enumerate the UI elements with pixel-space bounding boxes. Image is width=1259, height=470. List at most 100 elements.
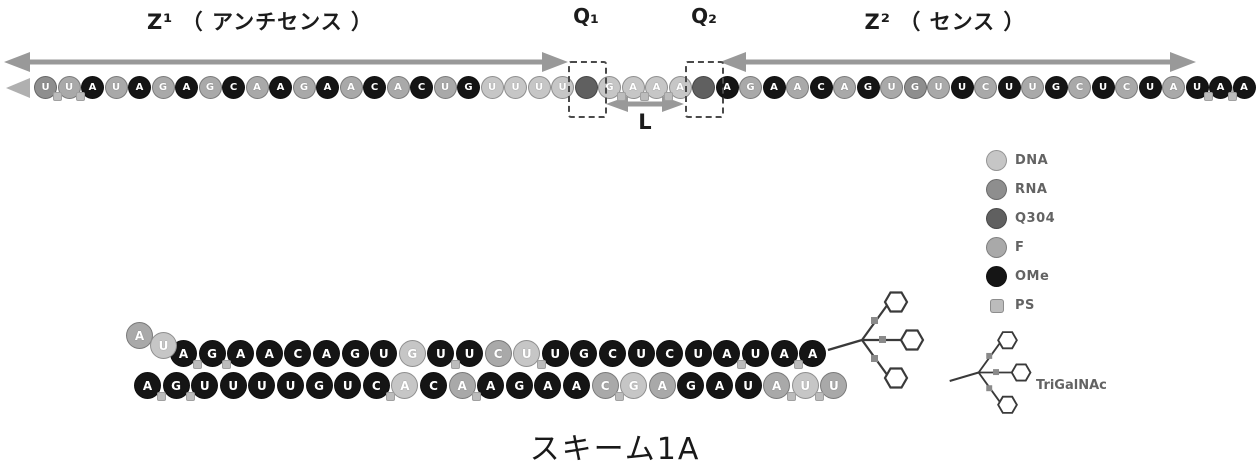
bead-U: U xyxy=(513,340,540,367)
bead-q xyxy=(575,76,598,99)
bead-C: C xyxy=(1115,76,1138,99)
bead-U: U xyxy=(880,76,903,99)
trigalnac-label: TriGalNAc xyxy=(1036,378,1107,393)
ps-linkage xyxy=(186,392,195,401)
bead-A: A xyxy=(763,372,790,399)
bead-G: G xyxy=(620,372,647,399)
bead-A: A xyxy=(645,76,668,99)
legend-label: Q304 xyxy=(1015,211,1055,226)
q2-dashed-box xyxy=(685,61,724,118)
bead-A: A xyxy=(391,372,418,399)
bead-U: U xyxy=(528,76,551,99)
bead-A: A xyxy=(340,76,363,99)
bead-A: A xyxy=(716,76,739,99)
bead-G: G xyxy=(1045,76,1068,99)
bead-A: A xyxy=(833,76,856,99)
legend-item-rna: RNA xyxy=(986,175,1055,204)
bead-C: C xyxy=(599,340,626,367)
bead-U: U xyxy=(248,372,275,399)
bead-A: A xyxy=(706,372,733,399)
bead-A: A xyxy=(563,372,590,399)
bead-A: A xyxy=(1162,76,1185,99)
legend-label: RNA xyxy=(1015,182,1047,197)
ps-linkage xyxy=(815,392,824,401)
bead-U: U xyxy=(34,76,57,99)
legend-item-ps: PS xyxy=(986,291,1055,320)
ps-linkage xyxy=(1204,92,1213,101)
bead-C: C xyxy=(1068,76,1091,99)
ps-linkage xyxy=(53,92,62,101)
bead-C: C xyxy=(656,340,683,367)
bead-U: U xyxy=(150,332,177,359)
bead-q xyxy=(692,76,715,99)
bead-U: U xyxy=(927,76,950,99)
bead-A: A xyxy=(175,76,198,99)
ps-linkage xyxy=(386,392,395,401)
z1-arrow xyxy=(4,52,568,72)
legend-label: DNA xyxy=(1015,153,1048,168)
bead-U: U xyxy=(334,372,361,399)
legend: DNA RNA Q304F OMePS xyxy=(986,146,1055,320)
legend-item-q304: Q304 xyxy=(986,204,1055,233)
ps-swatch-icon xyxy=(990,299,1004,313)
ps-linkage xyxy=(664,92,673,101)
bead-U: U xyxy=(742,340,769,367)
figure-caption: スキーム1A xyxy=(465,424,765,468)
bead-A: A xyxy=(227,340,254,367)
bead-U: U xyxy=(820,372,847,399)
legend-label: F xyxy=(1015,240,1024,255)
bead-G: G xyxy=(199,340,226,367)
bead-U: U xyxy=(1092,76,1115,99)
bead-A: A xyxy=(771,340,798,367)
legend-label: OMe xyxy=(1015,269,1049,284)
bead-U: U xyxy=(427,340,454,367)
strand-end-arrowhead-icon xyxy=(6,78,30,98)
bead-A: A xyxy=(316,76,339,99)
bead-C: C xyxy=(363,76,386,99)
ps-linkage xyxy=(157,392,166,401)
z2-region-label: Z² （ センス ） xyxy=(795,6,1095,36)
bead-U: U xyxy=(628,340,655,367)
bead-U: U xyxy=(998,76,1021,99)
q1-label: Q₁ xyxy=(563,4,609,28)
bead-A: A xyxy=(81,76,104,99)
ps-linkage xyxy=(737,360,746,369)
ps-linkage xyxy=(640,92,649,101)
bead-C: C xyxy=(420,372,447,399)
bead-G: G xyxy=(570,340,597,367)
ome-swatch-icon xyxy=(986,266,1007,287)
bead-A: A xyxy=(799,340,826,367)
bead-U: U xyxy=(504,76,527,99)
bead-G: G xyxy=(457,76,480,99)
bead-U: U xyxy=(551,76,574,99)
bead-U: U xyxy=(434,76,457,99)
bead-G: G xyxy=(739,76,762,99)
q304-swatch-icon xyxy=(986,208,1007,229)
ps-linkage xyxy=(1228,92,1237,101)
bead-G: G xyxy=(506,372,533,399)
bead-C: C xyxy=(284,340,311,367)
bead-A: A xyxy=(1209,76,1232,99)
bead-G: G xyxy=(306,372,333,399)
ps-linkage xyxy=(787,392,796,401)
ps-linkage xyxy=(222,360,231,369)
bead-G: G xyxy=(293,76,316,99)
bead-A: A xyxy=(449,372,476,399)
bead-U: U xyxy=(1139,76,1162,99)
legend-item-ome: OMe xyxy=(986,262,1055,291)
legend-label: PS xyxy=(1015,298,1035,313)
bead-A: A xyxy=(477,372,504,399)
dna-swatch-icon xyxy=(986,150,1007,171)
bead-U: U xyxy=(735,372,762,399)
legend-item-dna: DNA xyxy=(986,146,1055,175)
bead-U: U xyxy=(105,76,128,99)
z1-region-label: Z¹ （ アンチセンス ） xyxy=(110,6,410,36)
ps-linkage xyxy=(193,360,202,369)
bead-A: A xyxy=(534,372,561,399)
bead-U: U xyxy=(481,76,504,99)
bead-A: A xyxy=(246,76,269,99)
bead-U: U xyxy=(1021,76,1044,99)
